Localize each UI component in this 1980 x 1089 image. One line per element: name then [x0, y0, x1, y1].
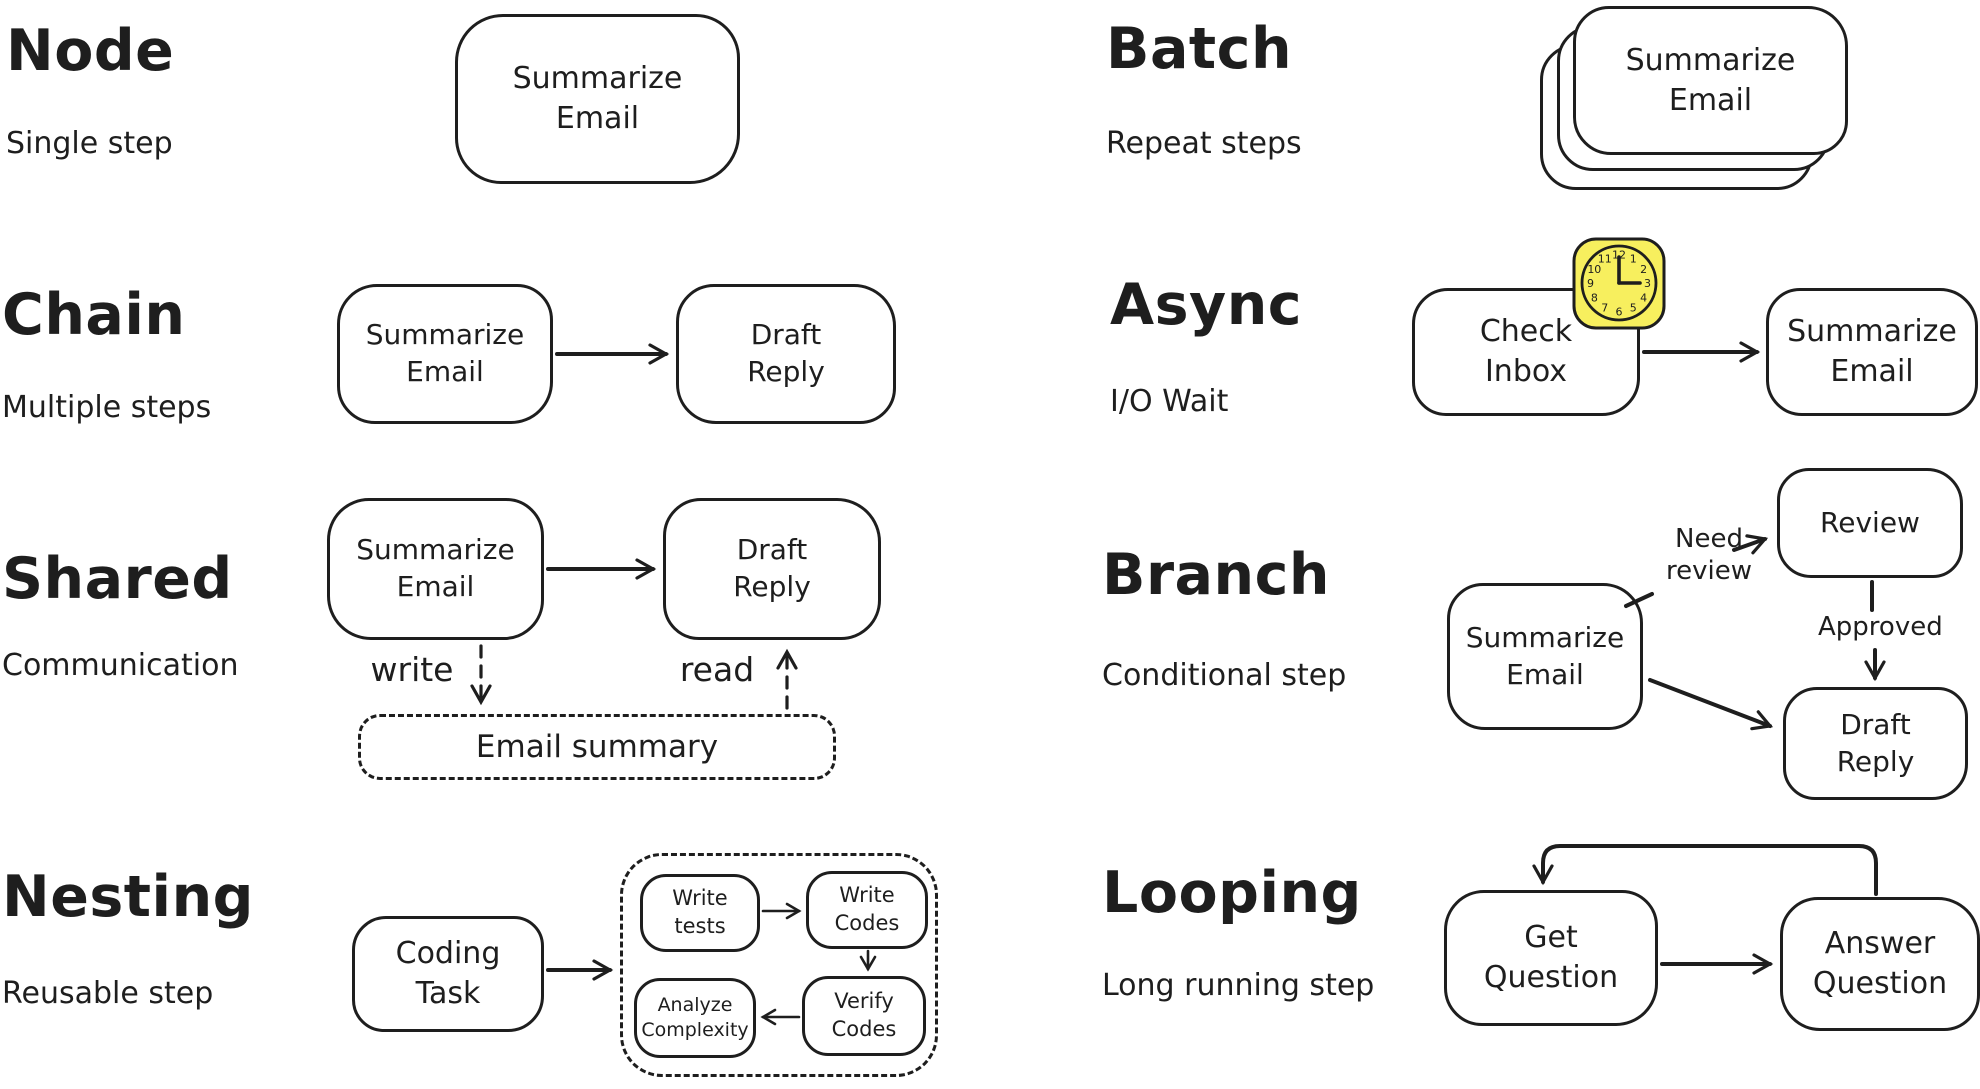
box-label-line: Summarize: [1787, 314, 1957, 350]
box-label-line: Analyze: [657, 993, 733, 1016]
nesting-write-codes-box: Write Codes: [806, 871, 928, 949]
nesting-analyze-complexity-box: Analyze Complexity: [634, 978, 756, 1058]
looping-section-title: Looping: [1102, 860, 1362, 926]
approved-edge-label: Approved: [1818, 612, 1943, 642]
nesting-flow-frame: [620, 853, 938, 1077]
batch-section-title: Batch: [1106, 16, 1293, 82]
box-label-line: Review: [1820, 505, 1920, 539]
nesting-coding-task-box: Coding Task: [352, 916, 544, 1032]
svg-text:1: 1: [1630, 252, 1637, 265]
box-label-line: Reply: [1836, 744, 1915, 778]
shared-store-box: Email summary: [358, 714, 836, 780]
box-label-line: Inbox: [1484, 354, 1568, 389]
shared-draft-box: Draft Reply: [663, 498, 881, 640]
looping-answer-question-box: Answer Question: [1780, 897, 1980, 1031]
box-label-line: Codes: [831, 1017, 897, 1041]
nesting-verify-codes-box: Verify Codes: [802, 976, 926, 1056]
box-label-line: Draft: [1840, 707, 1911, 741]
box-label-line: Email: [406, 355, 484, 388]
box-label-line: Email: [396, 570, 475, 603]
nesting-section-subtitle: Reusable step: [2, 976, 214, 1011]
async-section-subtitle: I/O Wait: [1110, 384, 1229, 419]
svg-text:11: 11: [1598, 252, 1612, 265]
box-label-line: Draft: [736, 533, 808, 567]
box-label-line: Reply: [733, 570, 811, 603]
box-label-line: Email: [1668, 82, 1753, 118]
box-label-line: Answer: [1824, 926, 1936, 962]
node-step-box: Summarize Email: [455, 14, 740, 184]
svg-text:7: 7: [1601, 302, 1608, 315]
async-summarize-box: Summarize Email: [1766, 288, 1978, 416]
box-label-line: Codes: [834, 911, 900, 935]
box-label-line: Summarize: [512, 61, 683, 97]
looping-get-question-box: Get Question: [1444, 890, 1658, 1026]
chain-section-subtitle: Multiple steps: [2, 390, 212, 425]
svg-text:8: 8: [1591, 291, 1598, 304]
chain-section-title: Chain: [2, 282, 186, 348]
looping-back-arrow: [1532, 844, 1878, 896]
need-review-edge-label: Need review: [1656, 524, 1762, 587]
svg-text:4: 4: [1640, 291, 1647, 304]
box-label-line: Summarize: [1625, 42, 1796, 78]
box-label-line: Task: [415, 976, 481, 1011]
batch-section-subtitle: Repeat steps: [1106, 126, 1302, 161]
svg-text:12: 12: [1612, 249, 1626, 262]
svg-text:3: 3: [1644, 277, 1651, 290]
branch-review-box: Review: [1777, 468, 1963, 578]
batch-summarize-box: Summarize Email: [1573, 6, 1848, 155]
box-label-line: Summarize: [365, 318, 525, 352]
box-label-line: Get: [1524, 920, 1578, 956]
branch-draft-box: Draft Reply: [1783, 687, 1968, 800]
shared-section-title: Shared: [2, 546, 233, 612]
box-label-line: Summarize: [1465, 620, 1625, 654]
chain-draft-box: Draft Reply: [676, 284, 896, 424]
write-edge-label: write: [370, 650, 454, 689]
svg-text:5: 5: [1630, 302, 1637, 315]
box-label-line: Reply: [747, 355, 825, 388]
box-label-line: Email summary: [475, 728, 719, 765]
box-label-line: Check: [1479, 314, 1573, 350]
node-section-subtitle: Single step: [6, 126, 173, 161]
box-label-line: Verify: [834, 989, 894, 1014]
nesting-write-tests-box: Write tests: [640, 874, 760, 952]
svg-text:9: 9: [1587, 277, 1594, 290]
nesting-section-title: Nesting: [2, 864, 254, 930]
box-label-line: Draft: [750, 318, 822, 352]
svg-text:10: 10: [1587, 263, 1601, 276]
branch-section-title: Branch: [1102, 542, 1330, 608]
box-label-line: tests: [674, 914, 726, 938]
box-label-line: Coding: [395, 936, 501, 972]
branch-section-subtitle: Conditional step: [1102, 658, 1347, 693]
box-label-line: Question: [1812, 966, 1948, 1001]
svg-text:6: 6: [1616, 306, 1623, 319]
read-edge-label: read: [679, 650, 755, 689]
branch-summarize-box: Summarize Email: [1447, 583, 1643, 730]
edge-label-line: review: [1666, 555, 1752, 586]
box-label-line: Email: [1506, 657, 1584, 691]
box-label-line: Question: [1483, 960, 1619, 995]
chain-summarize-box: Summarize Email: [337, 284, 553, 424]
box-label-line: Write: [672, 886, 728, 911]
looping-section-subtitle: Long running step: [1102, 968, 1375, 1003]
branch-to-draft-arrow: [1648, 678, 1774, 731]
box-label-line: Email: [555, 101, 640, 136]
svg-text:2: 2: [1640, 263, 1647, 276]
edge-label-line: Need: [1675, 524, 1743, 554]
async-section-title: Async: [1110, 272, 1303, 338]
box-label-line: Email: [1830, 354, 1914, 389]
node-section-title: Node: [6, 18, 175, 84]
box-label-line: Write: [839, 883, 895, 908]
shared-section-subtitle: Communication: [2, 648, 239, 683]
box-label-line: Summarize: [356, 533, 515, 567]
shared-summarize-box: Summarize Email: [327, 498, 544, 640]
box-label-line: Complexity: [641, 1019, 749, 1041]
